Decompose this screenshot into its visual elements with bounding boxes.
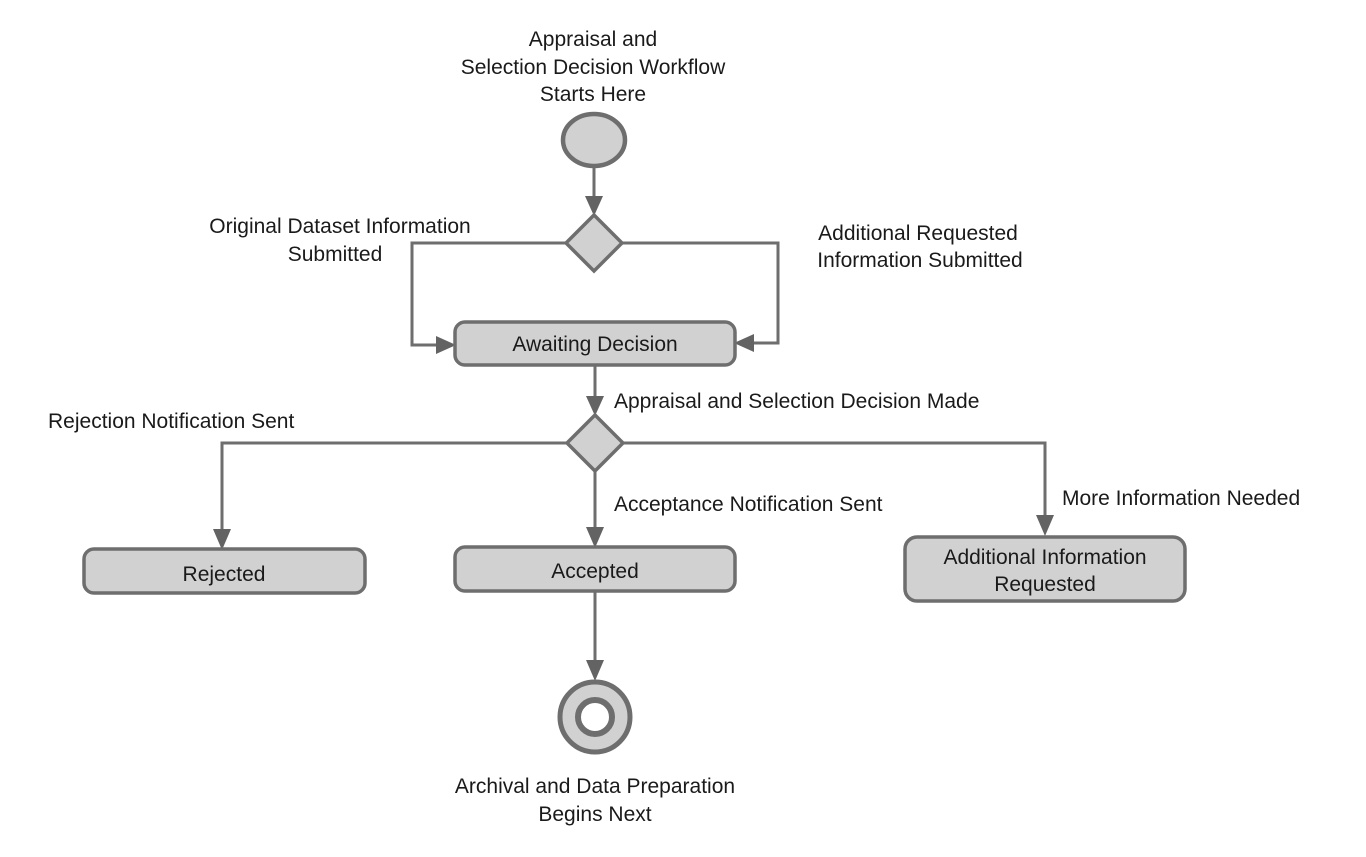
state-additional-info-requested: Additional Information Requested <box>903 535 1187 603</box>
edge-label-decision-made: Appraisal and Selection Decision Made <box>614 390 979 413</box>
edge-accepted-to-end <box>586 591 604 681</box>
edge-label-line-1: Additional Requested <box>818 222 1018 245</box>
edge-label-original-submitted: Original Dataset Information Submitted <box>209 215 470 266</box>
arrowhead-icon <box>734 334 754 352</box>
edge-label-additional-submitted: Additional Requested Information Submitt… <box>817 222 1022 272</box>
edge-line <box>623 441 1047 516</box>
edge-label-acceptance-sent: Acceptance Notification Sent <box>614 493 883 516</box>
edge-line <box>622 241 780 345</box>
arrowhead-icon <box>586 396 604 416</box>
end-note-line-2: Begins Next <box>538 803 651 826</box>
state-label-line-1: Additional Information <box>943 546 1146 569</box>
state-box <box>82 547 367 595</box>
state-rejected: Rejected <box>82 547 367 595</box>
state-label: Accepted <box>551 560 639 583</box>
decision1-merge-diamond <box>563 212 625 274</box>
edge-decision2-to-rejected: Rejection Notification Sent <box>48 410 567 550</box>
end-note: Archival and Data Preparation Begins Nex… <box>455 775 735 826</box>
state-label-line-2: Requested <box>994 573 1096 596</box>
state-label: Rejected <box>183 563 266 586</box>
decision2-outcome-diamond <box>564 412 626 474</box>
state-awaiting-decision: Awaiting Decision <box>453 320 737 367</box>
edge-additional-to-awaiting <box>622 241 780 352</box>
edge-awaiting-to-decision2: Appraisal and Selection Decision Made <box>586 365 979 416</box>
start-note-line-1: Appraisal and <box>529 28 657 51</box>
start-note: Appraisal and Selection Decision Workflo… <box>461 28 726 106</box>
state-accepted: Accepted <box>453 545 737 593</box>
edge-decision2-to-accepted: Acceptance Notification Sent <box>586 471 883 548</box>
arrowhead-icon <box>436 336 456 354</box>
edge-line <box>410 241 566 347</box>
end-node-inner-ring <box>575 697 615 737</box>
arrowhead-icon <box>585 196 603 216</box>
edge-label-rejection-sent: Rejection Notification Sent <box>48 410 294 433</box>
edge-original-to-awaiting <box>410 241 566 354</box>
arrowhead-icon <box>1036 515 1054 536</box>
edge-line <box>220 441 567 530</box>
end-node <box>557 679 633 755</box>
state-box <box>903 535 1187 603</box>
start-node <box>560 111 628 169</box>
edge-decision2-to-additional: More Information Needed <box>623 441 1300 536</box>
arrowhead-icon <box>586 660 604 681</box>
edge-label-line-1: Original Dataset Information <box>209 215 470 238</box>
start-note-line-2: Selection Decision Workflow <box>461 56 726 79</box>
arrowhead-icon <box>213 529 231 550</box>
edge-label-line-2: Submitted <box>288 243 383 266</box>
edge-label-line-2: Information Submitted <box>817 249 1022 272</box>
edge-label-more-info: More Information Needed <box>1062 487 1300 510</box>
end-note-line-1: Archival and Data Preparation <box>455 775 735 798</box>
edge-start-to-decision1 <box>585 166 603 216</box>
state-label: Awaiting Decision <box>512 333 677 356</box>
start-note-line-3: Starts Here <box>540 83 646 106</box>
arrowhead-icon <box>586 527 604 548</box>
